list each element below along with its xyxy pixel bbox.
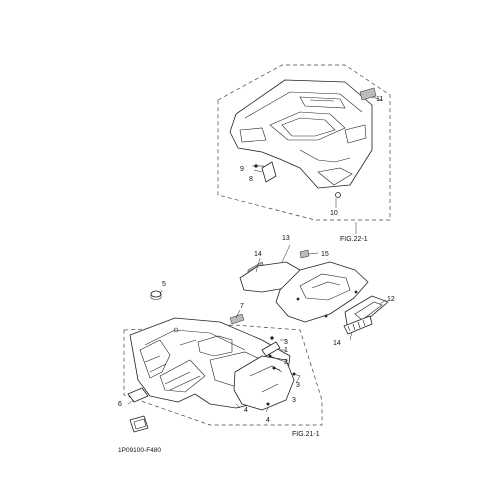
callout-1: 1 (284, 347, 288, 354)
callout-10: 10 (330, 210, 338, 217)
callout-3c: 3 (292, 397, 296, 404)
callout-9: 9 (240, 166, 244, 173)
screw-4-lower (266, 402, 270, 406)
diagram-code: 1P09100-F480 (118, 447, 161, 454)
callout-6: 6 (118, 401, 122, 408)
plate-8 (261, 161, 277, 183)
callout-13: 13 (282, 235, 290, 242)
label-tag-7 (229, 313, 245, 325)
callout-7: 7 (240, 303, 244, 310)
callout-12: 12 (387, 296, 395, 303)
screw-3-b (272, 366, 281, 371)
callout-14-lower: 14 (333, 340, 341, 347)
screw-3-a (270, 336, 274, 340)
warning-label-6 (127, 387, 149, 403)
rear-fender (229, 79, 373, 189)
callout-15: 15 (321, 251, 329, 258)
bolt-2 (268, 354, 281, 361)
label-tag (359, 87, 377, 101)
fig-ref-21-1: FIG.21-1 (292, 431, 320, 438)
bracket-1 (261, 341, 281, 357)
clip-10 (335, 192, 341, 198)
center-cover (275, 261, 369, 323)
rear-fender-group: 11 8 9 10 FIG.22-1 (217, 64, 391, 243)
grommet-15 (299, 249, 310, 259)
callout-4a: 4 (244, 407, 248, 414)
callout-5: 5 (162, 281, 166, 288)
rear-fender-dashed-boundary (217, 64, 391, 221)
callout-3a: 3 (284, 339, 288, 346)
callout-11: 11 (376, 96, 383, 103)
cap-5 (150, 290, 162, 300)
callout-2: 2 (284, 359, 288, 366)
callout-14-upper: 14 (254, 251, 262, 258)
fwd-label (129, 415, 149, 433)
front-fender-group: 5 7 6 3 1 2 3 4 4 3 FIG.21-1 (118, 281, 323, 438)
screw-3-c (292, 372, 301, 377)
callout-4b: 4 (266, 417, 270, 424)
center-cover-group: 14 13 15 12 14 (239, 235, 395, 347)
callout-8: 8 (249, 176, 253, 183)
side-cover-14-lower (343, 315, 373, 335)
fig-ref-22-1: FIG.22-1 (340, 236, 368, 243)
callout-3b: 3 (296, 382, 300, 389)
